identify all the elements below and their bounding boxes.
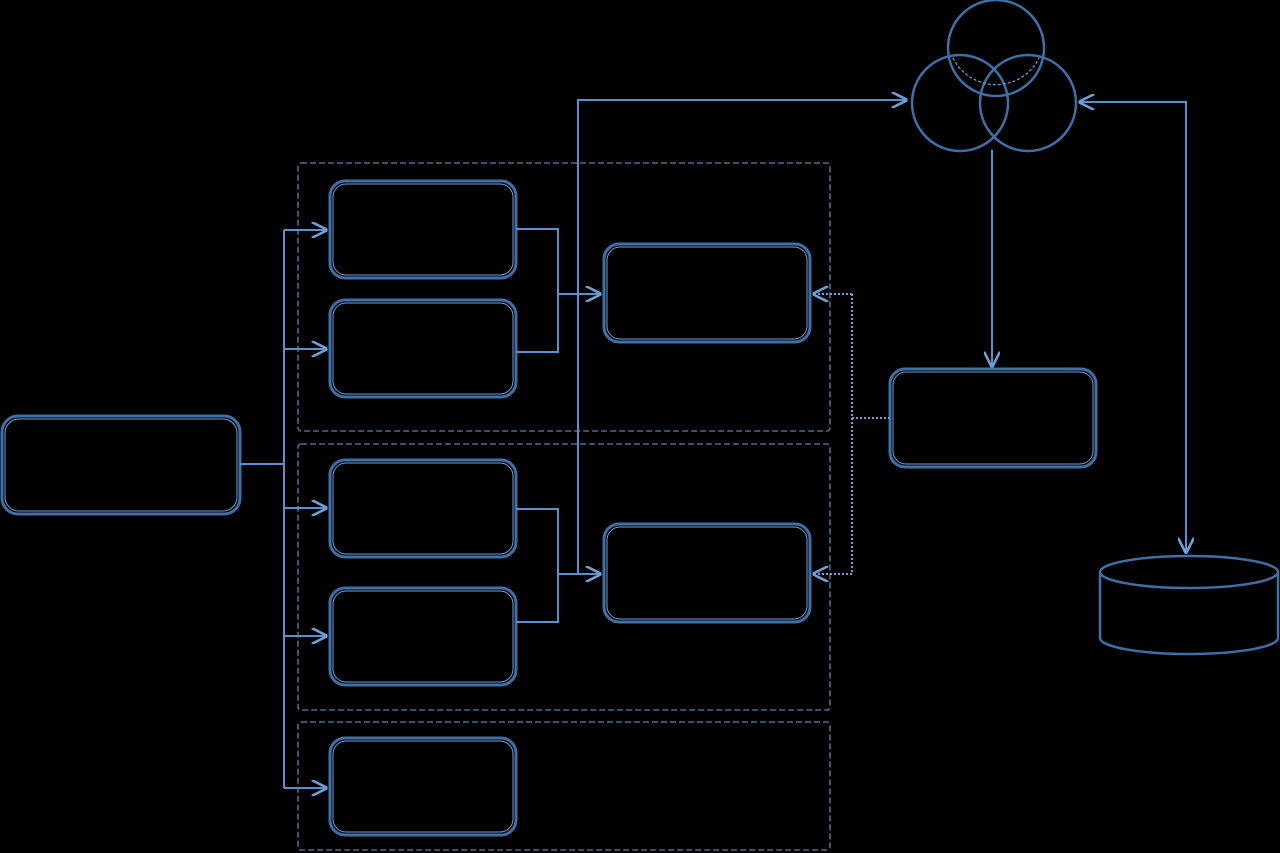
g2-output-box[interactable]: [602, 522, 812, 624]
group-3-container: [297, 721, 831, 851]
venn-circle-right: [978, 53, 1078, 153]
group-1-container: [297, 162, 831, 432]
venn-cluster[interactable]: [910, 0, 1078, 153]
g2-input-a-box[interactable]: [328, 458, 518, 559]
storage-cylinder[interactable]: [1098, 554, 1280, 656]
group-2-container: [297, 443, 831, 711]
source-box[interactable]: [0, 414, 242, 516]
venn-circle-top: [946, 0, 1046, 98]
dotted-connectors: [814, 294, 890, 574]
bus-g2-to-top: [577, 100, 906, 574]
connectors: [240, 100, 1186, 788]
g1-a-to-merge: [516, 228, 559, 294]
g1-b-to-merge: [516, 294, 559, 353]
g3-input-box[interactable]: [328, 736, 518, 837]
g2-b-to-merge: [516, 574, 559, 623]
venn-dashed-overlap: [952, 57, 1040, 86]
g1-input-b-box[interactable]: [328, 298, 518, 399]
g2-input-b-box[interactable]: [328, 586, 518, 687]
venn-circle-left: [910, 53, 1010, 153]
g1-input-a-box[interactable]: [328, 179, 518, 280]
g1-output-box[interactable]: [602, 242, 812, 344]
g2-a-to-merge: [516, 508, 559, 574]
controller-box[interactable]: [888, 367, 1098, 469]
storage-to-venn: [1080, 102, 1187, 554]
